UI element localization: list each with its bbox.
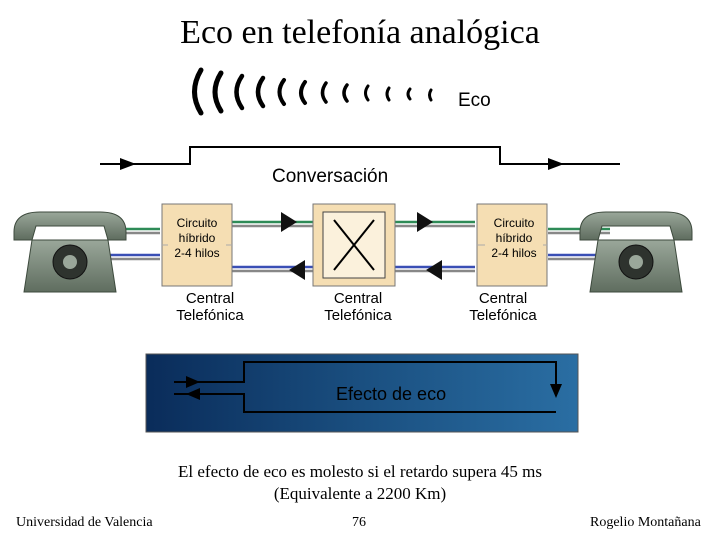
note: El efecto de eco es molesto si el retard… (0, 461, 720, 505)
conversation-path (100, 146, 620, 165)
hybrid-label-left: Circuito híbrido 2-4 hilos (168, 216, 226, 261)
central-right-line1: Central (478, 290, 528, 307)
central-middle-line2: Telefónica (324, 307, 392, 324)
hybrid-left-line1: Circuito (176, 216, 218, 230)
central-right-line2: Telefónica (469, 307, 537, 324)
eco-label: Eco (458, 90, 491, 111)
page-number: 76 (352, 515, 366, 530)
echo-wave-icon (192, 67, 433, 116)
note-line2: (Equivalente a 2200 Km) (273, 484, 447, 503)
hybrid-right-line1: Circuito (493, 216, 535, 230)
hybrid-label-right: Circuito híbrido 2-4 hilos (485, 216, 543, 261)
conversation-label: Conversación (272, 166, 389, 187)
central-middle-line1: Central (333, 290, 383, 307)
central-label-left: Central Telefónica (155, 290, 265, 324)
hybrid-left-line2: híbrido (178, 231, 216, 245)
central-left-line2: Telefónica (176, 307, 244, 324)
arrow-icon (281, 212, 442, 280)
switch-cross-icon (333, 219, 375, 271)
hybrid-left-line3: 2-4 hilos (174, 246, 220, 260)
echo-effect-label: Efecto de eco (336, 384, 447, 404)
echo-effect-panel (145, 353, 579, 433)
arrow-icon (120, 158, 564, 170)
footer-right: Rogelio Montañana (590, 515, 701, 530)
footer-left: Universidad de Valencia (16, 515, 153, 530)
switch-box (312, 203, 396, 287)
central-label-right: Central Telefónica (448, 290, 558, 324)
telephone-icon (13, 211, 127, 293)
telephone-icon (579, 211, 693, 293)
note-line1: El efecto de eco es molesto si el retard… (178, 462, 542, 481)
hybrid-right-line2: híbrido (495, 231, 533, 245)
central-label-middle: Central Telefónica (303, 290, 413, 324)
page-title: Eco en telefonía analógica (180, 14, 540, 51)
central-left-line1: Central (185, 290, 235, 307)
hybrid-right-line3: 2-4 hilos (491, 246, 537, 260)
